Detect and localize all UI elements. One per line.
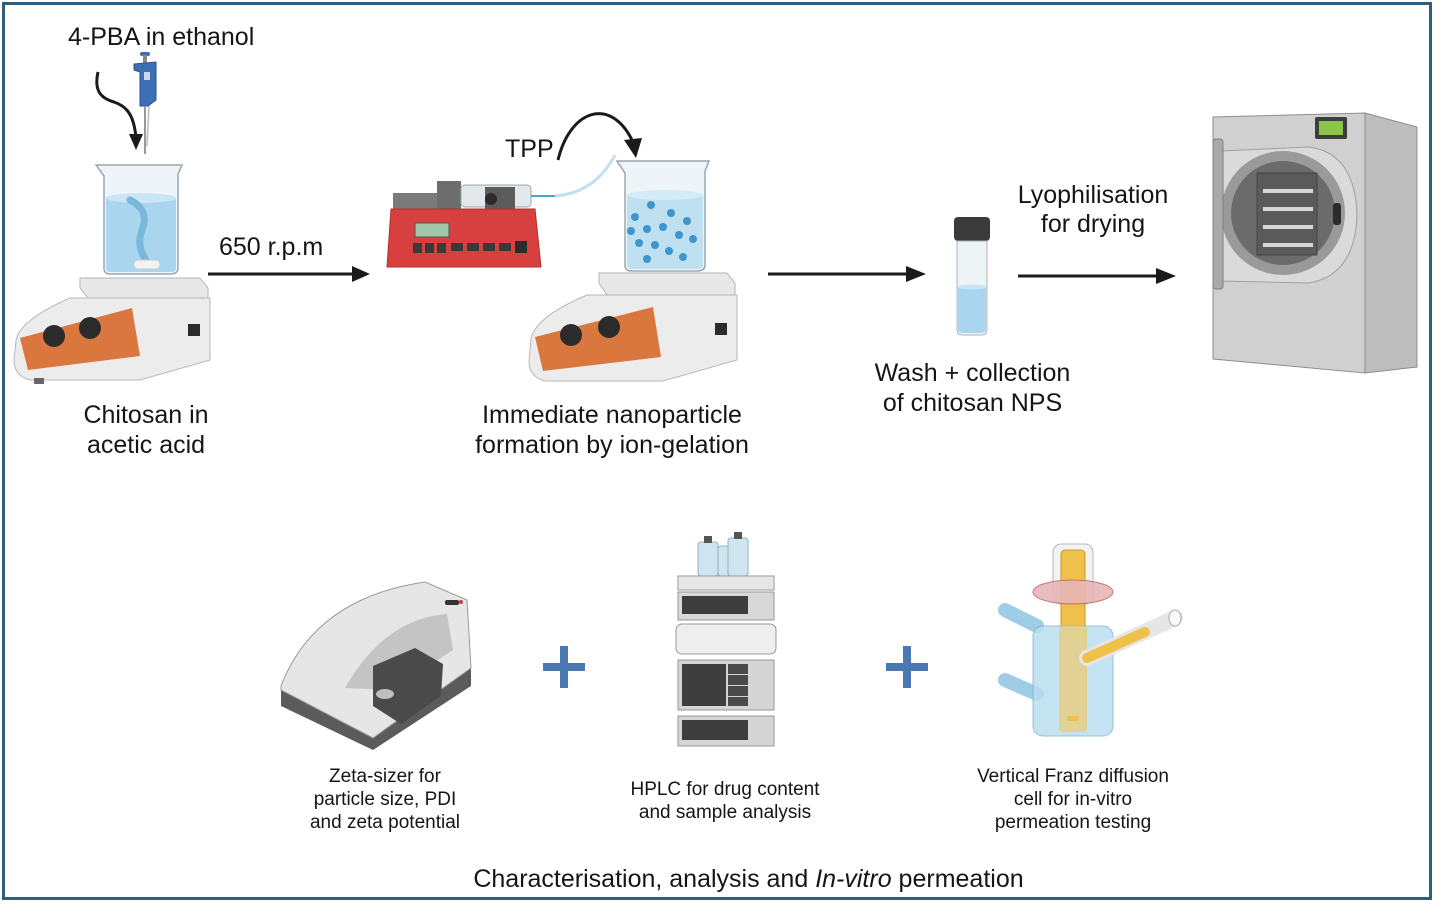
arrow-right-icon [768, 266, 926, 282]
zetasizer-label-line2: particle size, PDI [313, 789, 457, 810]
pipette-label: 4-PBA in ethanol [68, 23, 255, 51]
stirrer1-label-line1: Chitosan in [83, 401, 209, 429]
stirrer2-label-line1: Immediate nanoparticle [482, 401, 742, 429]
tpp-label: TPP [505, 135, 554, 163]
franz-label-line2: cell for in-vitro [1013, 789, 1133, 810]
zetasizer-label-line3: and zeta potential [309, 812, 460, 833]
lyophilisation-label-line1: Lyophilisation [1017, 181, 1169, 209]
arrow-right-icon [208, 266, 370, 282]
vial-icon [954, 217, 990, 336]
section-title-part2: permeation [891, 865, 1024, 893]
freeze-dryer-icon [1212, 112, 1418, 374]
franz-label-line1: Vertical Franz diffusion [977, 766, 1169, 787]
rpm-label: 650 r.p.m [219, 233, 324, 261]
plus-icon [886, 646, 928, 688]
vial-label-line2: of chitosan NPS [882, 389, 1063, 417]
arrow-right-icon [1018, 268, 1176, 284]
section-title-part1: Characterisation, analysis and [473, 865, 816, 893]
section-title-italic: In-vitro [815, 865, 892, 893]
zetasizer-icon [280, 581, 472, 750]
stirrer1-label-line2: acetic acid [86, 431, 206, 459]
pipette-icon [95, 52, 157, 154]
lyophilisation-label-line2: for drying [1040, 210, 1146, 238]
hplc-icon [675, 532, 777, 747]
hplc-label-line1: HPLC for drug content [630, 779, 820, 800]
curved-arrow-icon [556, 112, 642, 161]
section-title: Characterisation, analysis and In-vitro … [300, 864, 1197, 894]
stirrer2-label-line2: formation by ion-gelation [475, 431, 749, 459]
plus-icon [543, 646, 585, 688]
magnetic-stirrer-icon [13, 164, 211, 384]
zetasizer-label-line1: Zeta-sizer for [329, 766, 441, 787]
magnetic-stirrer-nanoparticles-icon [528, 160, 738, 382]
vial-label-line1: Wash + collection [874, 359, 1071, 387]
hplc-label-line2: and sample analysis [638, 802, 812, 823]
franz-diffusion-cell-icon [998, 543, 1183, 737]
syringe-pump-icon [386, 154, 617, 268]
franz-label-line3: permeation testing [994, 812, 1152, 833]
